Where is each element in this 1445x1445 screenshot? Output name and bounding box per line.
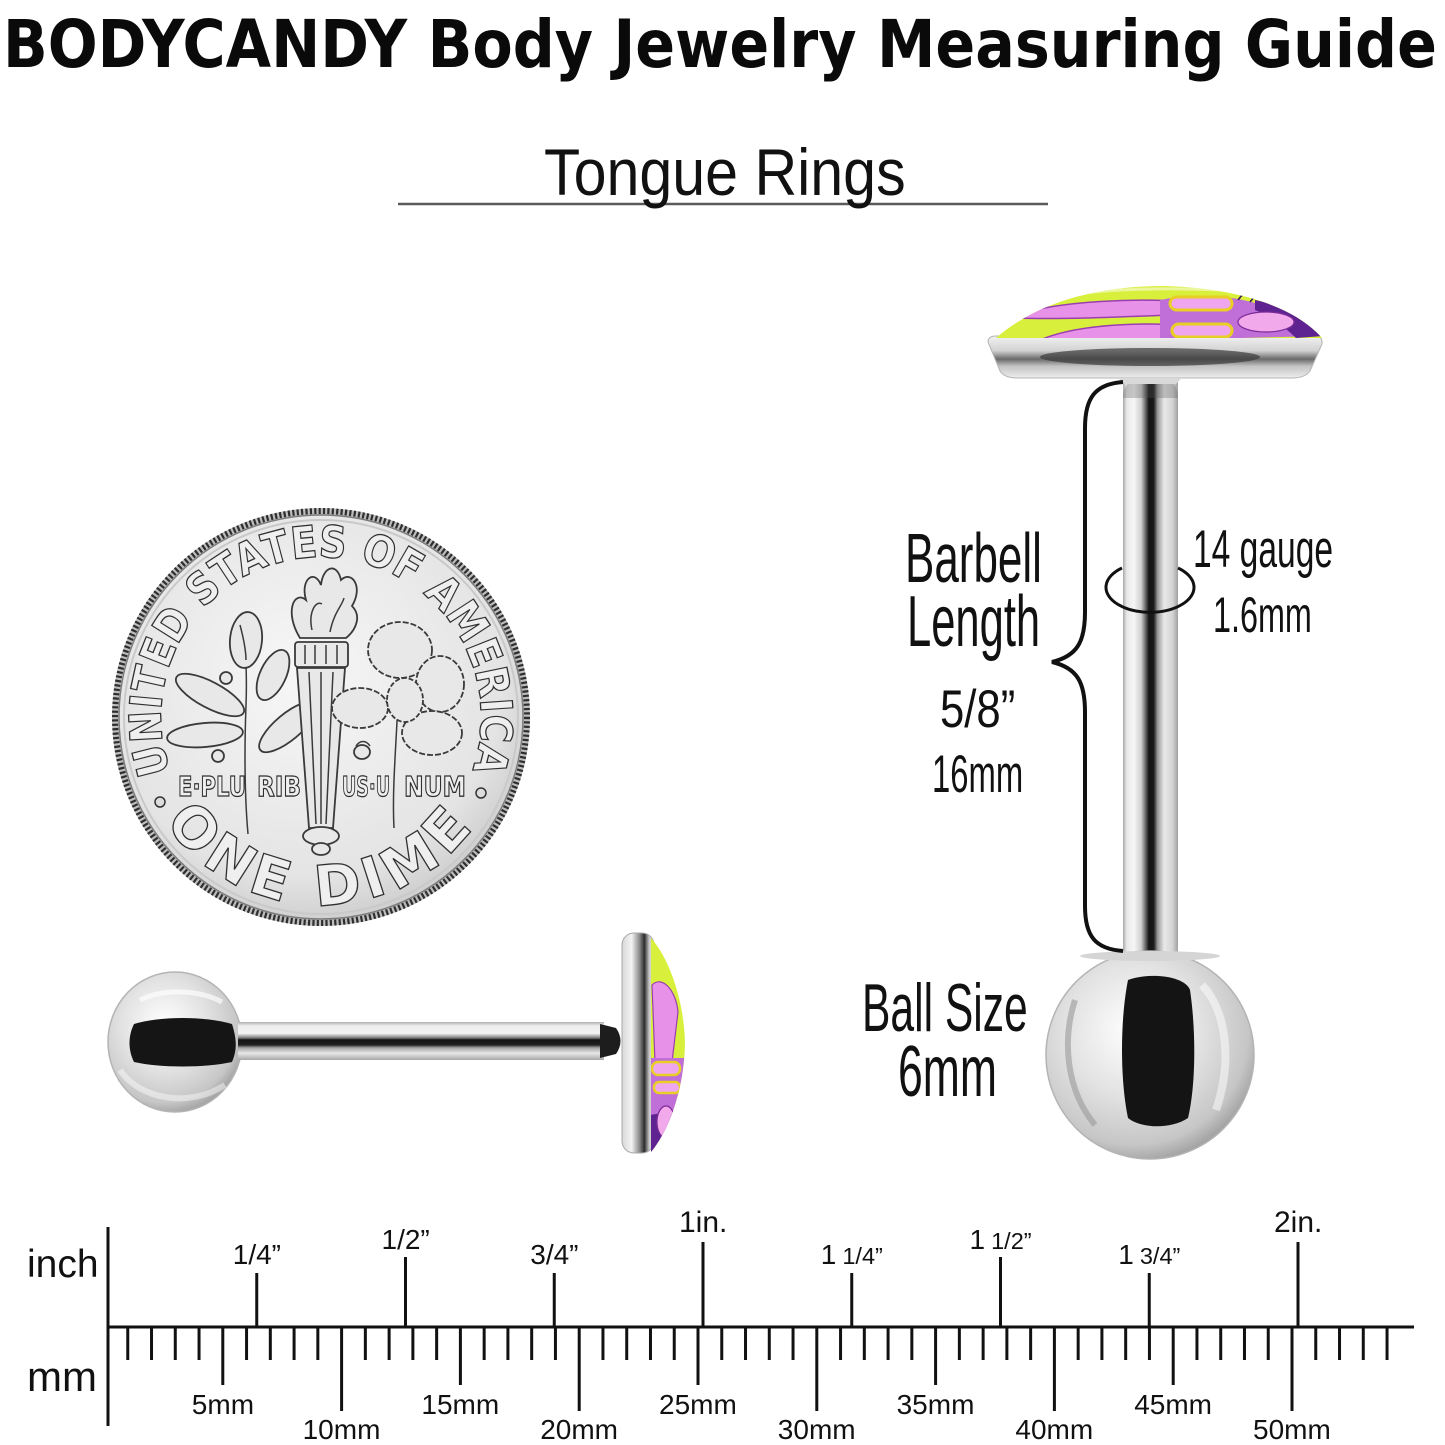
- mm-mark-label: 25mm: [659, 1389, 737, 1421]
- barbell-ball-bottom: [1045, 950, 1255, 1160]
- inch-mark-whole: 1: [1118, 1239, 1134, 1271]
- mm-mark-label: 40mm: [1015, 1414, 1094, 1445]
- inch-mark-fraction: 1/4”: [232, 1239, 281, 1271]
- coin-reeded-edge: [112, 508, 530, 926]
- barbell-length-label-line1: Barbell: [905, 519, 1042, 597]
- ball-size-label: Ball Size: [862, 970, 1028, 1046]
- mm-mark-label: 15mm: [421, 1389, 500, 1421]
- inch-mark-label: 3/4”: [530, 1241, 578, 1269]
- gauge-ring-indicator: [1104, 566, 1196, 614]
- coin-dot-right: [475, 787, 487, 799]
- barbell-length-bracket: [1051, 380, 1124, 953]
- inch-mark-fraction: 1/4”: [842, 1243, 883, 1270]
- ruler: [106, 1227, 1414, 1426]
- inch-mark-fraction: 1/2”: [991, 1228, 1032, 1255]
- barbell-length-mm: 16mm: [932, 745, 1024, 804]
- mm-mark-label: 20mm: [540, 1414, 618, 1445]
- mm-mark-label: 45mm: [1134, 1389, 1212, 1421]
- logo-disc-top: [987, 286, 1323, 384]
- mm-mark-label: 10mm: [302, 1414, 381, 1445]
- gauge-mm: 1.6mm: [1213, 587, 1312, 643]
- tongue-ring-front-view: [987, 286, 1323, 1160]
- mm-mark-label: 35mm: [896, 1389, 975, 1421]
- inch-mark-whole: 1in.: [679, 1205, 728, 1239]
- coin-motto-4: NUM: [404, 770, 466, 803]
- gauge-label: 14 gauge: [1193, 520, 1334, 579]
- ruler-mm-axis-label: mm: [27, 1353, 97, 1400]
- mm-mark-label: 5mm: [191, 1389, 255, 1421]
- inch-mark-fraction: 3/4”: [1139, 1243, 1181, 1270]
- logo-art-top: [996, 286, 1322, 338]
- barbell-length-inches: 5/8”: [940, 680, 1016, 739]
- mm-mark-label: 50mm: [1253, 1414, 1331, 1445]
- barbell-shaft-horizontal: [238, 1022, 604, 1060]
- inch-mark-fraction: 3/4”: [530, 1239, 579, 1271]
- coin-motto-1: E·PLU: [178, 770, 246, 803]
- tongue-ring-side-view: [107, 932, 685, 1154]
- oak-branch-icon: [331, 621, 465, 829]
- dime-coin: UNITED STATES OF AMERICA ONE DIME: [112, 508, 530, 926]
- coin-motto-2: RIB: [257, 770, 301, 803]
- logo-disc-side: [621, 932, 655, 1154]
- coin-dot-left: [154, 796, 166, 808]
- inch-mark-label: 2in.: [1274, 1205, 1323, 1239]
- inch-mark-label: 1/2”: [382, 1226, 430, 1254]
- inch-mark-whole: 1: [820, 1239, 837, 1271]
- ruler-inch-axis-label: inch: [27, 1243, 99, 1286]
- barbell-shaft-vertical: [1123, 380, 1178, 956]
- section-title: Tongue Rings: [544, 135, 906, 209]
- barbell-length-label-line2: Length: [907, 582, 1041, 662]
- coin-motto-3: US·U: [342, 770, 390, 803]
- mm-mark-label: 30mm: [777, 1414, 856, 1445]
- inch-mark-whole: 1: [969, 1224, 986, 1256]
- guide-title: BODYCANDY Body Jewelry Measuring Guide: [3, 6, 1437, 83]
- logo-art-side: [651, 938, 685, 1152]
- inch-mark-fraction: 1/2”: [381, 1224, 430, 1256]
- inch-mark-label: 1in.: [679, 1205, 728, 1239]
- inch-mark-whole: 2in.: [1274, 1205, 1323, 1239]
- inch-mark-label: 1/4”: [233, 1241, 281, 1269]
- ball-size-mm: 6mm: [898, 1032, 997, 1112]
